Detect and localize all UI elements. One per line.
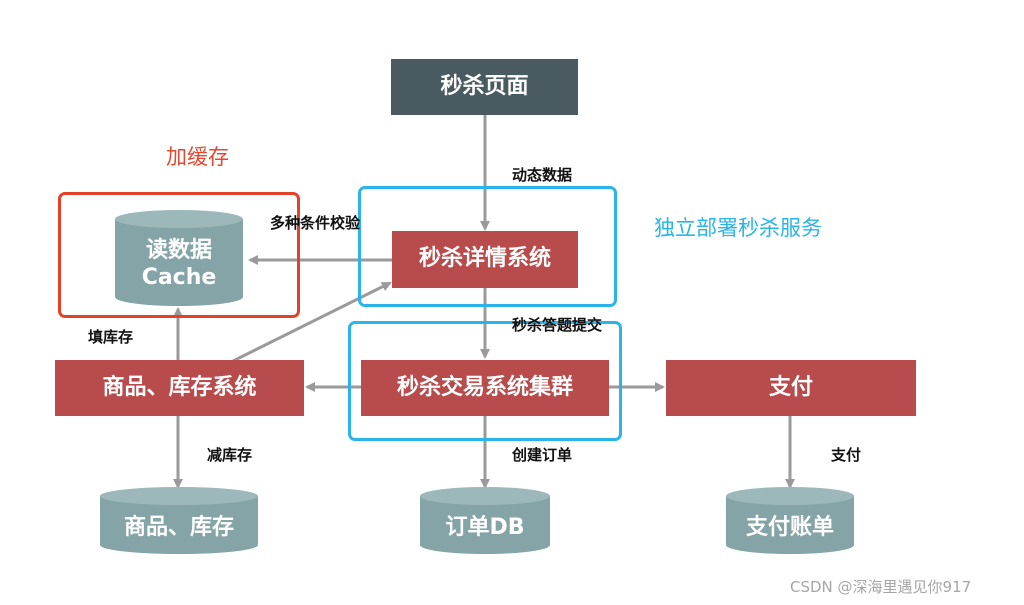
label-dynamic-data: 动态数据 [512,166,573,184]
label-multi-condition-check: 多种条件校验 [270,214,361,232]
seckill-detail-system-node: 秒杀详情系统 [392,231,578,288]
label-create-order: 创建订单 [512,446,573,464]
cache-label-line1: 读数据 [145,237,212,263]
label-pay: 支付 [831,446,862,464]
label-reduce-stock: 减库存 [207,446,253,464]
payment-node: 支付 [666,360,916,416]
csdn-watermark: CSDN @深海里遇见你917 [790,578,972,596]
trade-service-highlight-frame [348,321,622,441]
goods-stock-db-node: 商品、库存 [123,515,234,541]
label-fill-stock: 填库存 [88,328,134,346]
annotation-add-cache: 加缓存 [166,145,229,169]
cache-cylinder-shape [115,210,243,306]
pay-bill-db-node: 支付账单 [745,515,834,541]
seckill-trade-cluster-node: 秒杀交易系统集群 [361,360,609,416]
annotation-independent-deploy: 独立部署秒杀服务 [654,216,822,240]
cache-label-line2: Cache [141,265,217,290]
order-db-node: 订单DB [445,515,525,541]
arrow-goods-to-detail [232,281,392,363]
cache-node: 读数据 Cache [115,226,243,302]
order-db-cylinder-shape [420,487,550,554]
label-answer-submit: 秒杀答题提交 [512,316,603,334]
goods-stock-db-cylinder-shape [100,487,258,554]
add-cache-highlight-frame [58,192,300,318]
detail-service-highlight-frame [358,186,617,307]
pay-bill-db-cylinder-shape [726,487,854,554]
seckill-page-node: 秒杀页面 [391,59,578,115]
goods-stock-system-node: 商品、库存系统 [55,360,304,416]
